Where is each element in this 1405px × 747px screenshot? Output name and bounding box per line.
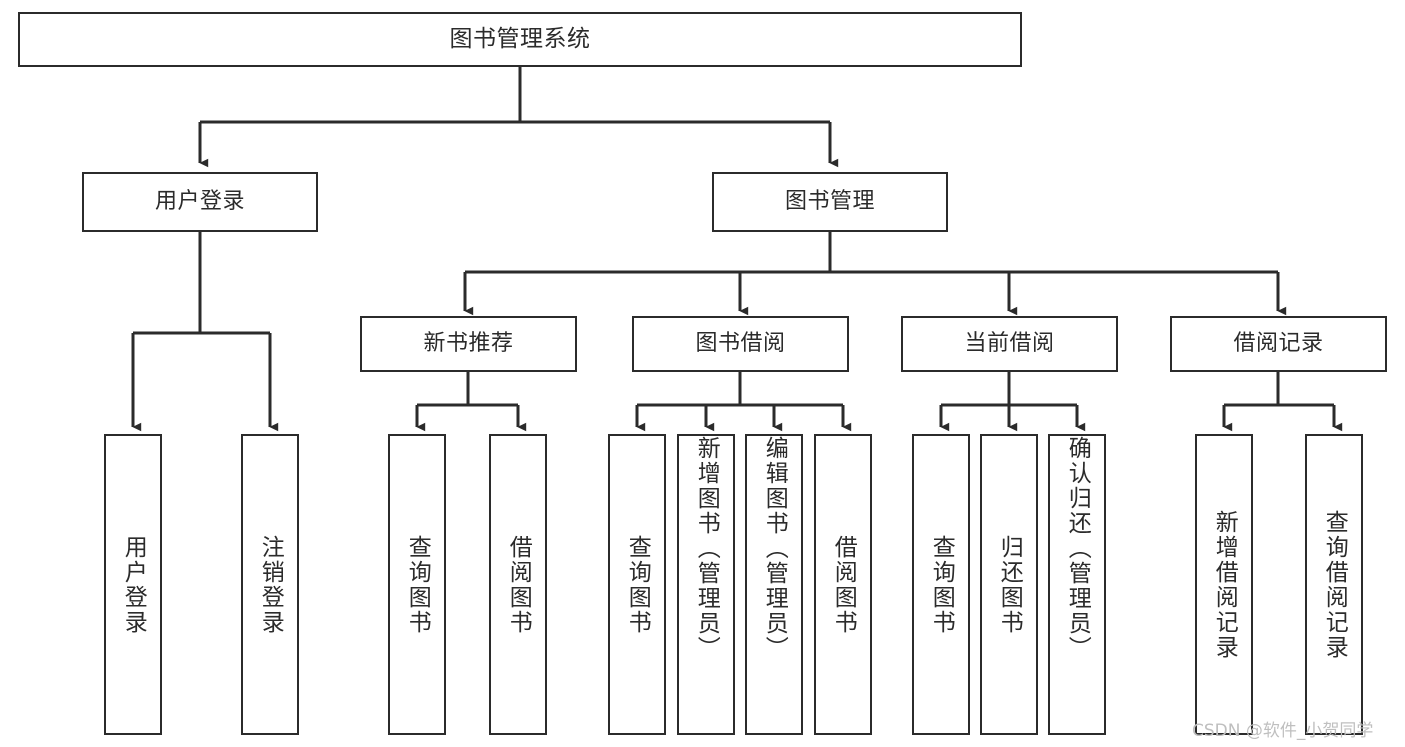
node-label: 当前借阅	[964, 330, 1055, 356]
node-current-borrow[interactable]: 当前借阅	[901, 316, 1118, 372]
node-leaf-add-book-admin[interactable]: 新增图书（管理员）	[677, 434, 735, 735]
node-leaf-edit-book-admin[interactable]: 编辑图书（管理员）	[745, 434, 803, 735]
node-book-manage[interactable]: 图书管理	[712, 172, 948, 232]
node-label: 借阅记录	[1233, 330, 1324, 356]
node-label: 查询图书	[624, 534, 651, 635]
node-label: 图书管理	[784, 188, 875, 214]
node-borrow-record[interactable]: 借阅记录	[1170, 316, 1387, 372]
node-label: 查询图书	[404, 534, 431, 635]
node-label: 图书管理系统	[449, 25, 591, 52]
node-label: 借阅图书	[830, 534, 857, 635]
node-leaf-user-logout[interactable]: 注销登录	[241, 434, 299, 735]
node-label: 确认归还（管理员）	[1064, 436, 1091, 661]
node-leaf-borrow-book-recommend[interactable]: 借阅图书	[489, 434, 547, 735]
node-leaf-borrow-book[interactable]: 借阅图书	[814, 434, 872, 735]
node-leaf-query-book-recommend[interactable]: 查询图书	[388, 434, 446, 735]
node-label: 新书推荐	[423, 330, 514, 356]
node-label: 用户登录	[120, 534, 147, 635]
node-leaf-return-book[interactable]: 归还图书	[980, 434, 1038, 735]
node-new-book-recommend[interactable]: 新书推荐	[360, 316, 577, 372]
node-root-book-management-system[interactable]: 图书管理系统	[18, 12, 1022, 67]
node-label: 新增借阅记录	[1211, 509, 1238, 660]
node-label: 查询图书	[928, 534, 955, 635]
node-leaf-query-book-borrow[interactable]: 查询图书	[608, 434, 666, 735]
node-label: 新增图书（管理员）	[693, 436, 720, 661]
node-user-login[interactable]: 用户登录	[82, 172, 318, 232]
node-label: 编辑图书（管理员）	[761, 436, 788, 661]
node-label: 借阅图书	[505, 534, 532, 635]
node-book-borrow[interactable]: 图书借阅	[632, 316, 849, 372]
node-leaf-user-login[interactable]: 用户登录	[104, 434, 162, 735]
node-leaf-query-borrow-record[interactable]: 查询借阅记录	[1305, 434, 1363, 735]
node-label: 查询借阅记录	[1321, 509, 1348, 660]
node-leaf-confirm-return-admin[interactable]: 确认归还（管理员）	[1048, 434, 1106, 735]
node-label: 归还图书	[996, 534, 1023, 635]
node-label: 用户登录	[154, 188, 245, 214]
node-label: 图书借阅	[695, 330, 786, 356]
node-label: 注销登录	[257, 534, 284, 635]
node-leaf-query-book-current[interactable]: 查询图书	[912, 434, 970, 735]
watermark-text: CSDN @软件_小贺同学	[1192, 721, 1374, 741]
node-leaf-add-borrow-record[interactable]: 新增借阅记录	[1195, 434, 1253, 735]
